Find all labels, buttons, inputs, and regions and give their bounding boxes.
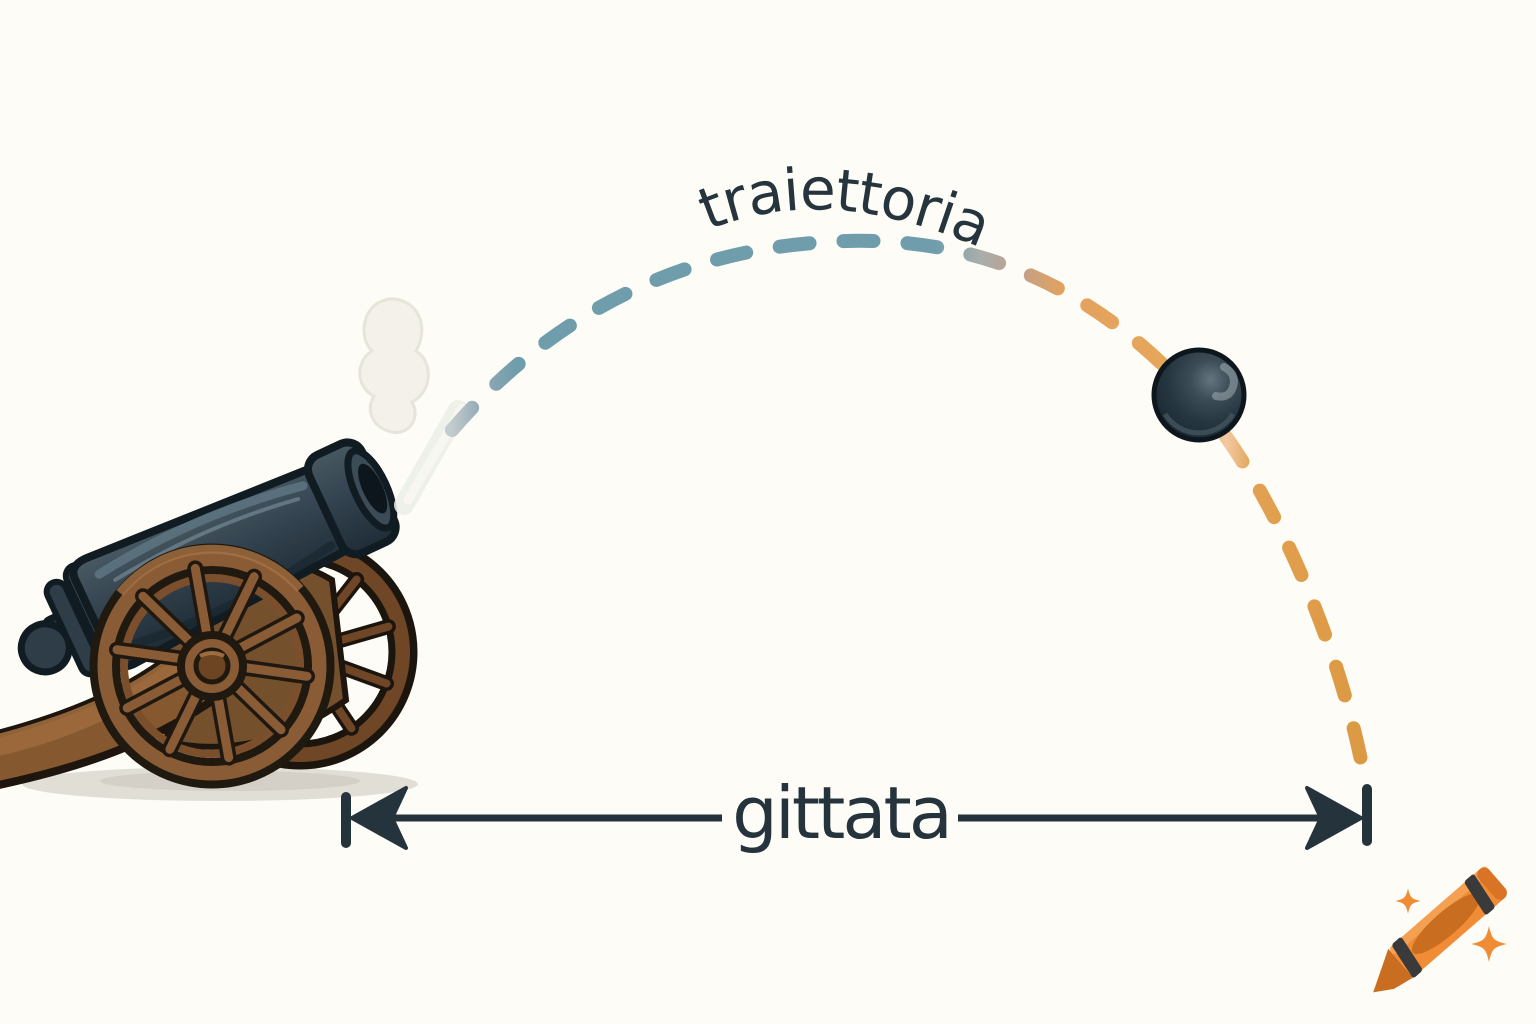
wheel-hub-cap: [193, 647, 231, 685]
wheel-spokes: [112, 563, 312, 763]
barrel-highlight-thin: [113, 497, 301, 582]
crayon-butt: [1477, 867, 1507, 900]
sparkle-icon: [1471, 926, 1507, 962]
range-dimension-arrow: [341, 784, 1372, 850]
cannon-front-wheel: [89, 543, 335, 789]
crayon-logo-icon: [1373, 866, 1507, 993]
crayon-tip: [1373, 948, 1414, 993]
cannonball-rim-reflection: [1162, 412, 1236, 436]
range-arrowhead-left: [350, 786, 408, 850]
cannon-illustration: [0, 297, 468, 801]
range-arrowhead-right: [1305, 786, 1363, 850]
smoke-cloud: [358, 297, 430, 434]
smoke-puff-icon: [358, 297, 468, 515]
crayon-body-highlight: [1389, 866, 1490, 954]
trajectory-dashed-arc: [445, 233, 1370, 777]
crayon-band: [1464, 874, 1495, 915]
cannonball-icon: [1151, 347, 1247, 443]
cannon-muzzle-bore: [358, 463, 388, 514]
wheel-rim-highlight: [116, 544, 304, 596]
sparkle-icon: [1395, 888, 1421, 914]
crayon-band: [1392, 937, 1422, 978]
range-label: gittata: [732, 771, 950, 855]
wheel-hub-highlight: [199, 651, 225, 658]
cannonball-highlight: [1212, 363, 1238, 401]
crayon-label-ellipse: [1411, 893, 1481, 955]
barrel-highlight: [94, 481, 308, 579]
